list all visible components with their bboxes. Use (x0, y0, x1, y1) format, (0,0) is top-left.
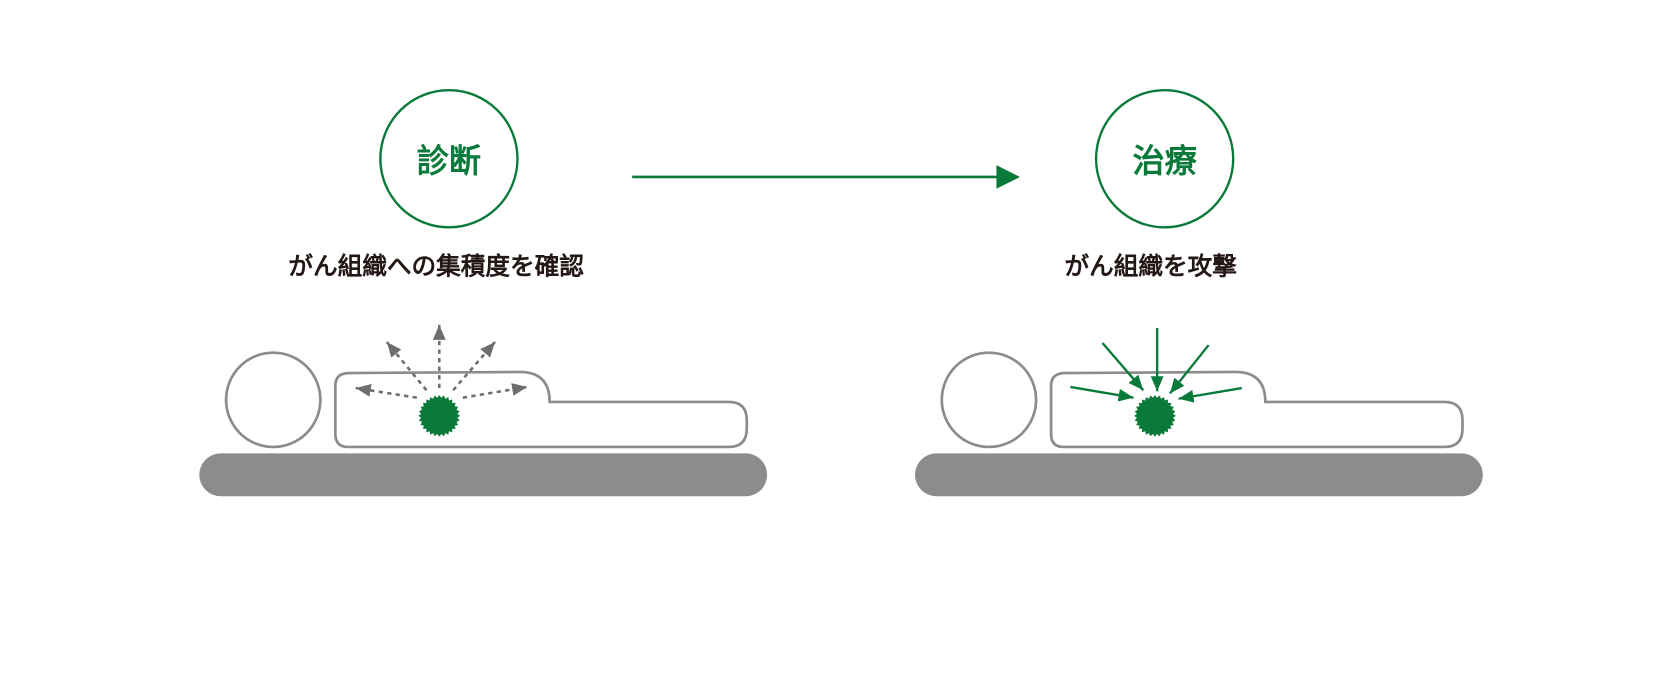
patient-head (224, 351, 322, 449)
scatter-arrow-left (355, 384, 417, 399)
scatter-arrow-right (462, 383, 528, 399)
scatter-arrow-up-left (385, 341, 428, 391)
flow-arrow-head (996, 165, 1020, 189)
attack-arrow-upper-left (1101, 342, 1145, 391)
treatment-badge: 治療 (1094, 89, 1235, 229)
step-treatment: 治療 がん組織を攻撃 (915, 89, 1483, 497)
scatter-arrow-up-right (452, 341, 496, 392)
diagnosis-label: 診断 (417, 142, 481, 180)
treatment-caption: がん組織を攻撃 (1065, 251, 1238, 280)
patient-body (334, 370, 749, 449)
treatment-circle (1094, 89, 1235, 229)
arrow-right-icon (632, 165, 1020, 189)
patient-head (940, 351, 1038, 449)
targeted-tumor-attack-icon (1070, 328, 1242, 437)
step-diagnosis: 診断 がん組織への集積度を確認 (199, 89, 768, 497)
treatment-label: 治療 (1133, 142, 1198, 180)
diagnosis-patient-figure (199, 324, 768, 497)
patient-body (1049, 370, 1464, 449)
attack-arrow-upper-right (1169, 344, 1210, 395)
attack-arrow-right (1178, 386, 1242, 403)
diagnosis-caption: がん組織への集積度を確認 (288, 251, 584, 280)
bed (199, 453, 768, 497)
bed (915, 453, 1483, 497)
diagnosis-circle (379, 89, 519, 229)
treatment-patient-figure (915, 328, 1483, 497)
radiation-emitting-tumor-icon (355, 324, 528, 437)
diagnosis-badge: 診断 (379, 89, 519, 229)
tumor-icon (418, 395, 461, 437)
tumor-icon (1134, 395, 1176, 437)
attack-arrow-left (1070, 385, 1134, 402)
